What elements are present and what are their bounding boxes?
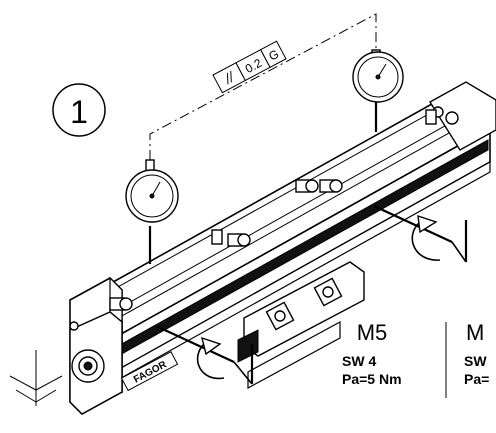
thread-size-secondary: M: [466, 320, 484, 345]
feature-control-frame: // 0.2 G: [212, 40, 287, 94]
spec-secondary: M SW Pa=: [464, 320, 489, 387]
step-number: 1: [70, 94, 88, 130]
dial-indicator-right: [352, 49, 404, 132]
mounting-screws: [109, 109, 437, 311]
spec-primary: M5 SW 4 Pa=5 Nm: [342, 320, 402, 387]
tolerance-dimension: // 0.2 G: [149, 13, 377, 160]
hex-key-right: [373, 205, 468, 263]
step-badge: 1: [52, 83, 106, 137]
tightening-torque-secondary: Pa=: [464, 371, 489, 387]
wrench-size: SW 4: [342, 353, 376, 369]
wrench-size-secondary: SW: [464, 353, 487, 369]
rotation-arrow-icon: [196, 343, 225, 380]
reference-axis-icon: [9, 350, 63, 406]
dial-indicator-left: [125, 159, 179, 264]
hex-key-left: [155, 325, 254, 385]
thread-size: M5: [357, 320, 388, 345]
rotation-arrow-icon: [411, 221, 441, 261]
tightening-torque: Pa=5 Nm: [342, 371, 402, 387]
